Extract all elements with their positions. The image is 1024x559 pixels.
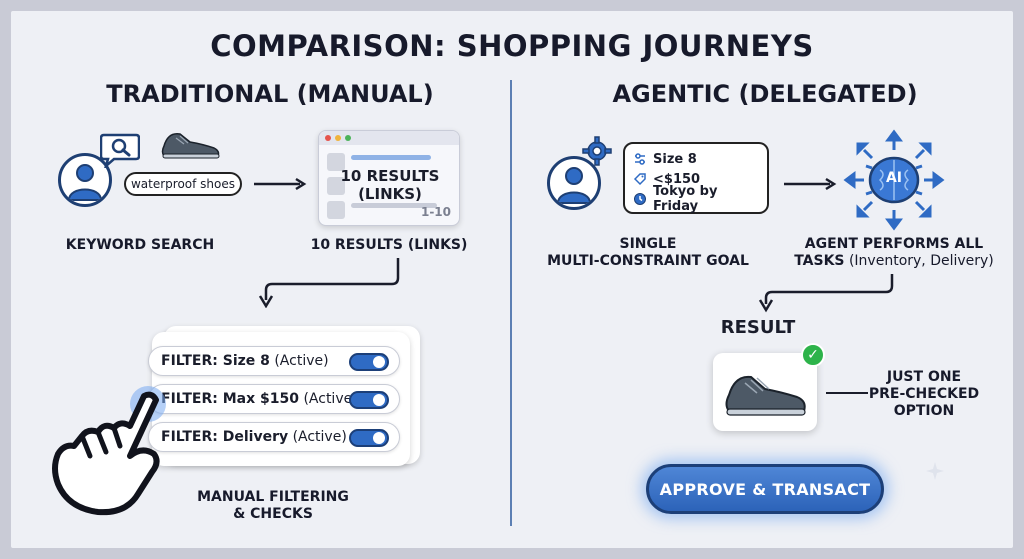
section-divider bbox=[510, 80, 512, 526]
constraint-bubble: Size 8 <$150 Tokyo by Friday bbox=[623, 142, 769, 214]
price-tag-icon bbox=[633, 173, 646, 186]
page-title: COMPARISON: SHOPPING JOURNEYS bbox=[210, 29, 814, 63]
search-query-bubble: waterproof shoes bbox=[124, 172, 242, 196]
search-bubble-icon bbox=[99, 132, 141, 170]
filter-price-row[interactable]: FILTER: Max $150 (Active) bbox=[148, 384, 400, 414]
goal-caption-line1: SINGLE bbox=[619, 236, 677, 252]
pointing-hand-icon bbox=[42, 384, 182, 522]
clock-icon bbox=[634, 193, 646, 205]
manual-caption-line1: MANUAL FILTERING bbox=[197, 489, 349, 505]
agent-caption: AGENT PERFORMS ALL TASKS (Inventory, Del… bbox=[784, 236, 1004, 270]
check-badge-icon: ✓ bbox=[801, 343, 825, 367]
user-avatar-icon bbox=[58, 153, 112, 207]
keyword-search-caption: KEYWORD SEARCH bbox=[65, 237, 215, 253]
filter-delivery-toggle[interactable] bbox=[349, 429, 389, 447]
agent-caption-tasks: TASKS bbox=[794, 253, 845, 269]
constraint-delivery-text: Tokyo by Friday bbox=[653, 184, 718, 214]
result-heading: RESULT bbox=[720, 317, 796, 338]
option-caption: JUST ONE PRE-CHECKED OPTION bbox=[862, 369, 986, 420]
arrow-right-icon bbox=[252, 176, 308, 191]
manual-filtering-caption: MANUAL FILTERING & CHECKS bbox=[168, 489, 378, 523]
agent-caption-line1: AGENT PERFORMS ALL bbox=[804, 236, 984, 252]
constraint-price-row: <$150 bbox=[625, 169, 767, 189]
user-avatar-icon bbox=[547, 156, 601, 210]
approve-transact-button[interactable]: APPROVE & TRANSACT bbox=[646, 464, 884, 514]
filter-price-toggle[interactable] bbox=[349, 391, 389, 409]
shoe-icon bbox=[721, 365, 809, 421]
link-line bbox=[351, 155, 431, 160]
thumb-placeholder bbox=[327, 201, 345, 219]
filter-delivery-label: FILTER: Delivery bbox=[161, 429, 289, 445]
search-query-text: waterproof shoes bbox=[130, 177, 236, 191]
thumb-placeholder bbox=[327, 177, 345, 195]
arrow-right-icon bbox=[782, 176, 838, 191]
option-caption-line2: PRE-CHECKED bbox=[868, 386, 980, 402]
gear-icon bbox=[582, 136, 612, 166]
ai-label: AI bbox=[885, 170, 903, 186]
filter-size-toggle[interactable] bbox=[349, 353, 389, 371]
results-page-range: 1-10 bbox=[420, 205, 451, 219]
result-product-card[interactable]: ✓ bbox=[713, 343, 825, 431]
results-card-text: 10 RESULTS (LINKS) bbox=[340, 167, 440, 203]
text-line bbox=[351, 203, 437, 208]
filter-size-state: (Active) bbox=[274, 353, 329, 369]
results-browser-window: 10 RESULTS (LINKS) 1-10 bbox=[318, 130, 460, 226]
constraint-price-text: <$150 bbox=[653, 171, 701, 187]
thumb-placeholder bbox=[327, 153, 345, 171]
sliders-icon bbox=[635, 153, 645, 165]
constraint-size-row: Size 8 bbox=[625, 149, 767, 169]
shoe-icon bbox=[158, 126, 222, 162]
flow-arrow-down-left-icon bbox=[248, 256, 418, 309]
goal-caption-line2: MULTI-CONSTRAINT GOAL bbox=[547, 253, 749, 269]
agentic-heading: AGENTIC (DELEGATED) bbox=[612, 80, 918, 108]
filter-delivery-row[interactable]: FILTER: Delivery (Active) bbox=[148, 422, 400, 452]
filter-price-state: (Active) bbox=[303, 391, 358, 407]
connector-line bbox=[826, 392, 868, 394]
filter-price-label: FILTER: Max $150 bbox=[161, 391, 299, 407]
filter-delivery-state: (Active) bbox=[292, 429, 347, 445]
approve-button-label: APPROVE & TRANSACT bbox=[659, 479, 871, 499]
constraint-size-text: Size 8 bbox=[653, 151, 697, 167]
window-close-dot bbox=[325, 135, 331, 141]
filter-size-row[interactable]: FILTER: Size 8 (Active) bbox=[148, 346, 400, 376]
constraint-delivery-row: Tokyo by Friday bbox=[625, 184, 767, 214]
sparkle-icon bbox=[926, 462, 944, 480]
option-caption-line3: OPTION bbox=[893, 403, 955, 419]
agent-caption-detail: (Inventory, Delivery) bbox=[844, 253, 994, 269]
option-caption-line1: JUST ONE bbox=[886, 369, 962, 385]
browser-titlebar bbox=[319, 131, 459, 145]
window-minimize-dot bbox=[335, 135, 341, 141]
goal-caption: SINGLE MULTI-CONSTRAINT GOAL bbox=[543, 236, 753, 270]
flow-arrow-down-left-icon bbox=[752, 272, 898, 314]
window-maximize-dot bbox=[345, 135, 351, 141]
manual-caption-line2: & CHECKS bbox=[233, 506, 313, 522]
traditional-heading: TRADITIONAL (MANUAL) bbox=[106, 80, 434, 108]
results-caption: 10 RESULTS (LINKS) bbox=[310, 237, 468, 253]
filter-size-label: FILTER: Size 8 bbox=[161, 353, 270, 369]
ai-brain-icon: AI bbox=[842, 128, 946, 232]
